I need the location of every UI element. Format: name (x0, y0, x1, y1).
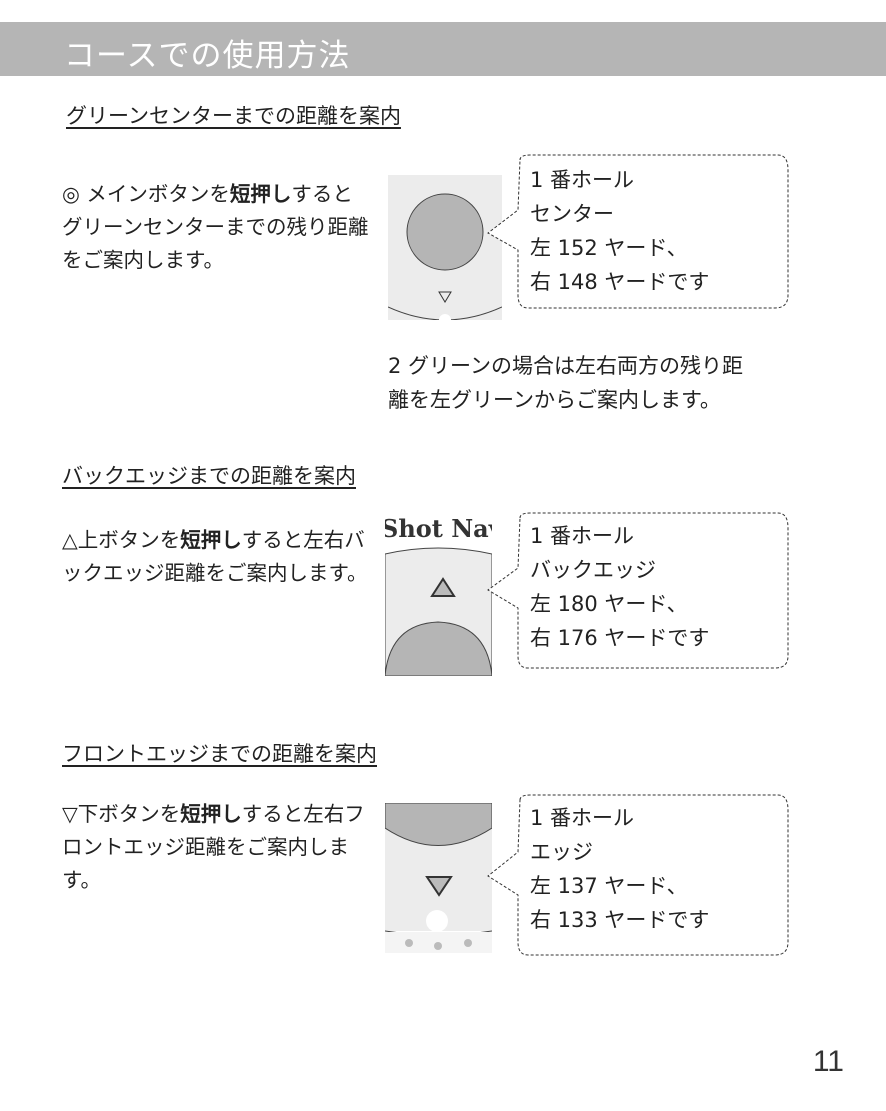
text: すると左右バックエッジ距離をご案内します。 (62, 528, 368, 585)
bubble-line: 左 137 ヤード、 (530, 874, 688, 898)
speech-bubble (487, 512, 789, 669)
bubble-line: 1 番ホール (530, 806, 635, 830)
speech-bubble (487, 154, 789, 309)
speech-bubble (487, 794, 789, 956)
up-triangle-icon (430, 577, 456, 597)
device-logo: Shot Navi (385, 514, 492, 543)
text: ▽下ボタンを (62, 802, 181, 826)
text: △上ボタンを (62, 528, 181, 552)
section-heading-green-center: グリーンセンターまでの距離を案内 (66, 104, 401, 128)
bubble-line: センター (530, 202, 614, 226)
device-up-button-image: Shot Navi (385, 512, 492, 676)
page-title: コースでの使用方法 (64, 38, 351, 74)
note-line: 離を左グリーンからご案内します。 (388, 388, 721, 412)
bubble-line: 右 133 ヤードです (530, 908, 710, 932)
text: すると左右フロントエッジ距離をご案内します。 (62, 802, 365, 892)
bubble-line: 左 180 ヤード、 (530, 592, 688, 616)
bubble-line: 左 152 ヤード、 (530, 236, 688, 260)
bubble-line: 1 番ホール (530, 524, 635, 548)
section-text-green-center: ◎ メインボタンを短押しするとグリーンセンターまでの残り距離をご案内します。 (62, 178, 372, 277)
section-heading-front-edge: フロントエッジまでの距離を案内 (62, 742, 377, 766)
section-heading-back-edge: バックエッジまでの距離を案内 (62, 464, 356, 488)
text: ◎ メインボタンを (62, 182, 230, 206)
device-main-button-image (388, 175, 502, 320)
text: するとグリーンセンターまでの残り距離をご案内します。 (62, 182, 369, 272)
section-text-front-edge: ▽下ボタンを短押しすると左右フロントエッジ距離をご案内します。 (62, 798, 372, 897)
device-down-button-image (385, 803, 492, 953)
bubble-text: 1 番ホール エッジ 左 137 ヤード、 右 133 ヤードです (530, 801, 709, 937)
down-triangle-icon (438, 291, 452, 303)
bubble-line: 右 176 ヤードです (530, 626, 710, 650)
bubble-line: バックエッジ (530, 558, 656, 582)
bubble-line: 右 148 ヤードです (530, 270, 710, 294)
bold-text: 短押し (180, 802, 242, 826)
note-line: 2 グリーンの場合は左右両方の残り距 (388, 354, 743, 378)
section-text-back-edge: △上ボタンを短押しすると左右バックエッジ距離をご案内します。 (62, 524, 372, 590)
bold-text: 短押し (229, 182, 292, 206)
down-triangle-icon (425, 876, 453, 897)
bubble-line: 1 番ホール (530, 168, 635, 192)
device-illustration (385, 547, 492, 676)
header-bar: コースでの使用方法 (0, 22, 886, 76)
page-number: 11 (812, 1045, 844, 1078)
bubble-text: 1 番ホール バックエッジ 左 180 ヤード、 右 176 ヤードです (530, 519, 709, 655)
bubble-text: 1 番ホール センター 左 152 ヤード、 右 148 ヤードです (530, 163, 709, 299)
device-illustration (388, 193, 502, 320)
bold-text: 短押し (180, 528, 242, 552)
two-green-note: 2 グリーンの場合は左右両方の残り距 離を左グリーンからご案内します。 (388, 349, 808, 417)
device-illustration (385, 803, 492, 953)
bubble-line: エッジ (530, 840, 593, 864)
